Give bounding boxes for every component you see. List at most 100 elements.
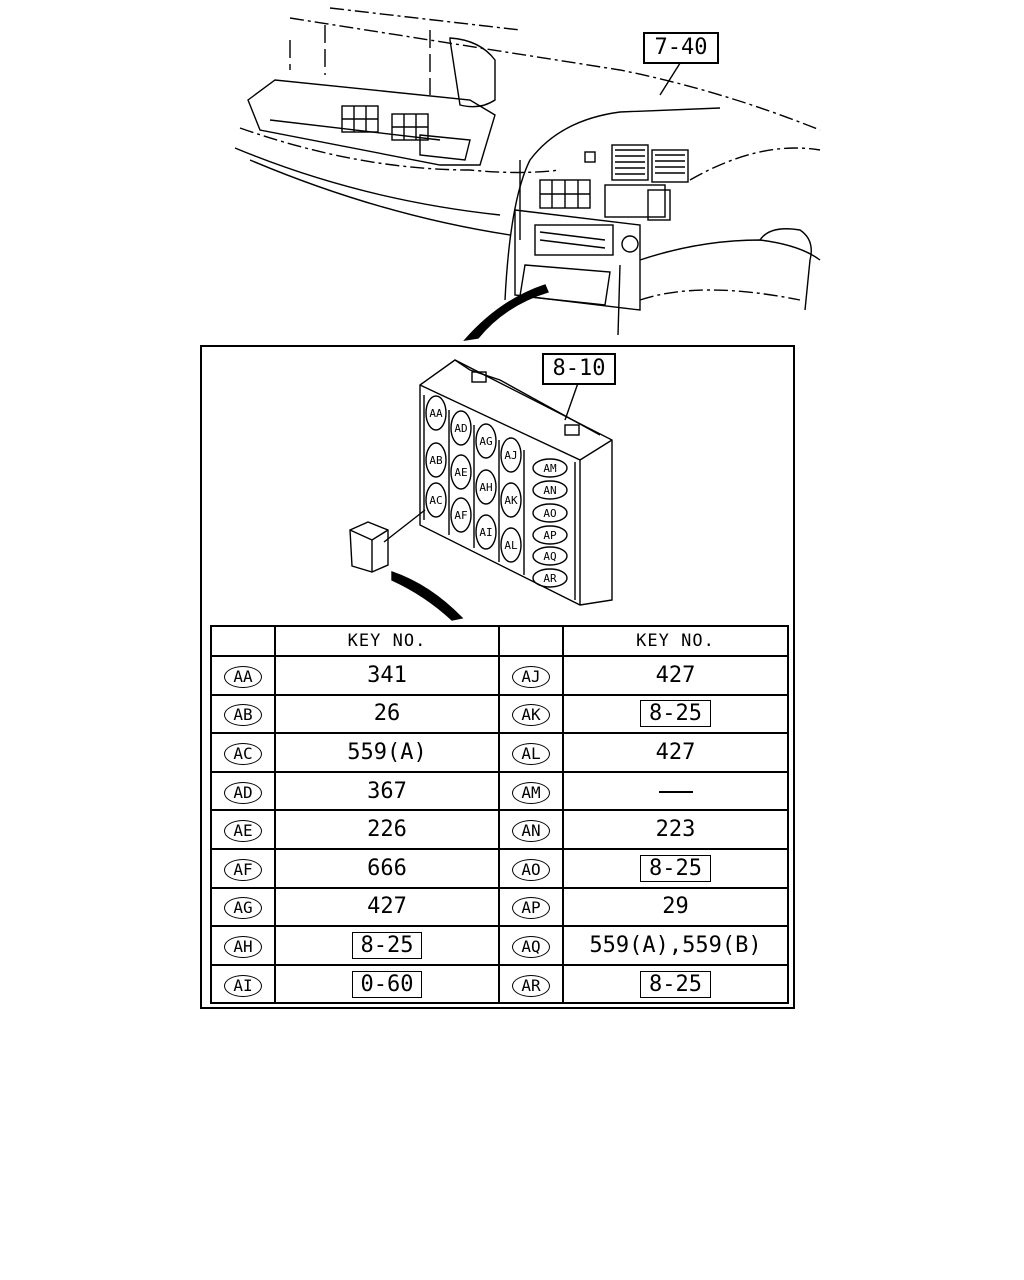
code-cell: AO <box>498 847 564 889</box>
key-number-cell: 666 <box>274 847 500 889</box>
key-number: 427 <box>655 739 696 765</box>
svg-text:AC: AC <box>429 494 442 507</box>
detail-frame <box>200 345 795 1009</box>
key-number-cell: 0-60 <box>274 963 500 1005</box>
key-number-cell: 341 <box>274 655 500 696</box>
key-number-cell: 8-25 <box>274 925 500 966</box>
table-row: AG 427 AP 29 <box>210 886 789 928</box>
key-number-cell: 223 <box>562 809 789 850</box>
key-number-cell: 367 <box>274 770 500 812</box>
code-cell: AD <box>210 770 276 812</box>
header-blank-right <box>498 625 564 657</box>
connector-code: AG <box>224 897 262 920</box>
code-cell: AP <box>498 886 564 928</box>
svg-text:AO: AO <box>543 507 556 520</box>
key-number-cell <box>562 770 789 812</box>
code-cell: AH <box>210 925 276 966</box>
connector-code: AR <box>512 974 550 997</box>
dashboard-illustration <box>234 7 821 341</box>
key-number-cell: 427 <box>562 732 789 773</box>
svg-text:AM: AM <box>543 462 557 475</box>
connector-code: AF <box>224 858 262 881</box>
code-cell: AE <box>210 809 276 850</box>
key-number-cell: 559(A),559(B) <box>562 925 789 966</box>
svg-text:AR: AR <box>543 572 557 585</box>
connector-code: AJ <box>512 665 550 688</box>
key-number: 367 <box>367 778 407 804</box>
key-number: 427 <box>367 894 407 920</box>
relay-block-illustration: AA AD AG AJ AB AE AH AK AC AF AI AL AM AN AO AP AQ AR <box>349 359 613 621</box>
page-reference: 8-25 <box>640 700 711 728</box>
key-number: 26 <box>373 701 401 727</box>
key-number: 223 <box>655 817 696 843</box>
switch-cluster-left <box>341 105 429 141</box>
svg-text:AG: AG <box>479 435 492 448</box>
svg-text:AJ: AJ <box>504 449 517 462</box>
connector-code: AQ <box>512 935 550 958</box>
connector-code: AI <box>224 974 262 997</box>
svg-text:AA: AA <box>429 407 443 420</box>
key-number-cell: 226 <box>274 809 500 850</box>
table-header-row: KEY NO. KEY NO. <box>210 625 789 657</box>
relay-block-reference-label: 8-10 <box>542 353 616 385</box>
key-number-cell: 559(A) <box>274 732 500 773</box>
code-cell: AA <box>210 655 276 696</box>
svg-text:AF: AF <box>454 509 467 522</box>
key-number: 666 <box>367 855 407 881</box>
table-row: AF 666 AO 8-25 <box>210 847 789 889</box>
no-key-number <box>658 790 693 793</box>
page-reference: 8-25 <box>351 931 423 959</box>
connector-code: AE <box>224 820 262 843</box>
key-number-cell: 8-25 <box>562 963 789 1005</box>
page-reference: 0-60 <box>351 970 423 998</box>
svg-text:AI: AI <box>479 526 492 539</box>
key-number-cell: 8-25 <box>562 847 789 889</box>
key-number: 226 <box>367 817 407 843</box>
code-cell: AQ <box>498 925 564 966</box>
svg-text:AP: AP <box>543 529 557 542</box>
key-number-cell: 427 <box>562 655 789 696</box>
connector-code: AO <box>512 858 550 881</box>
table-row: AI 0-60 AR 8-25 <box>210 963 789 1005</box>
connector-code: AN <box>512 820 550 843</box>
key-number-cell: 29 <box>562 886 789 928</box>
table-row: AD 367 AM <box>210 770 789 812</box>
code-cell: AR <box>498 963 564 1005</box>
key-number: 559(A),559(B) <box>589 932 762 958</box>
page-reference: 8-25 <box>640 854 711 882</box>
connector-code: AD <box>224 781 262 804</box>
svg-text:AK: AK <box>504 494 518 507</box>
code-cell: AK <box>498 693 564 735</box>
code-cell: AM <box>498 770 564 812</box>
svg-text:AD: AD <box>454 422 467 435</box>
svg-text:AH: AH <box>479 481 492 494</box>
code-cell: AG <box>210 886 276 928</box>
header-key-no-right: KEY NO. <box>562 625 789 657</box>
svg-text:AN: AN <box>543 484 556 497</box>
key-number: 29 <box>662 894 689 920</box>
svg-text:AE: AE <box>454 466 467 479</box>
table-row: AE 226 AN 223 <box>210 809 789 850</box>
header-key-no-left: KEY NO. <box>274 625 500 657</box>
code-cell: AC <box>210 732 276 773</box>
table-row: AH 8-25 AQ 559(A),559(B) <box>210 925 789 966</box>
svg-text:AQ: AQ <box>543 550 556 563</box>
code-cell: AI <box>210 963 276 1005</box>
key-number: 341 <box>367 662 407 688</box>
key-number-cell: 8-25 <box>562 693 789 735</box>
connector-code: AK <box>512 704 550 727</box>
key-number: 427 <box>655 662 696 688</box>
dashboard-reference-label: 7-40 <box>643 32 719 64</box>
header-blank-left <box>210 625 276 657</box>
connector-code: AA <box>224 665 262 688</box>
code-cell: AJ <box>498 655 564 696</box>
svg-text:AL: AL <box>504 539 518 552</box>
key-number-cell: 26 <box>274 693 500 735</box>
svg-text:AB: AB <box>429 454 443 467</box>
connector-code: AM <box>512 781 550 804</box>
code-cell: AF <box>210 847 276 889</box>
